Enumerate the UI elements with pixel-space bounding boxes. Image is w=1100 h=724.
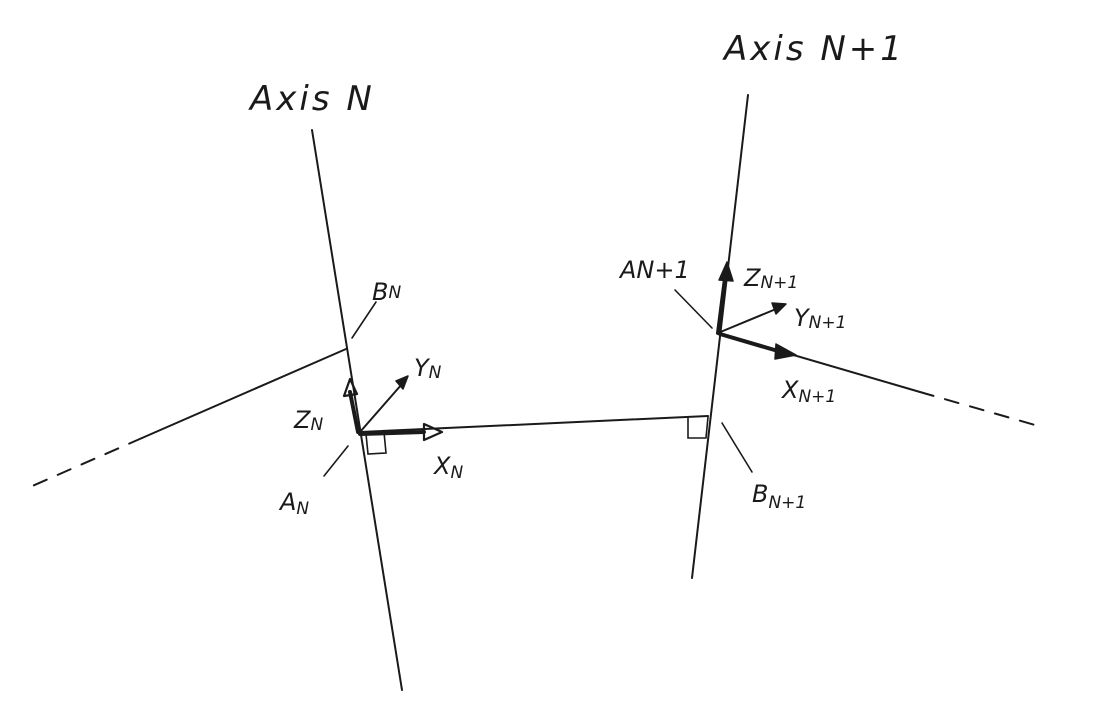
axis-n1-line	[691, 94, 749, 579]
a-n1-leader	[674, 289, 713, 329]
z-n-label: ZN	[293, 406, 323, 435]
y-n1-label: YN+1	[794, 304, 846, 333]
x-n1-main: X	[780, 376, 799, 404]
a-n-main: A	[278, 488, 296, 516]
axis-n1-label: Axis N+1	[722, 29, 905, 69]
a-n1-label: AN+1	[618, 256, 690, 284]
z-n1-label: ZN+1	[743, 264, 798, 293]
z-n1-arrowhead	[718, 261, 734, 282]
right-angle-marker-n	[365, 431, 387, 455]
next-normal-dash	[919, 391, 1036, 426]
b-n-label: BN	[372, 278, 401, 306]
x-n-main: X	[432, 452, 451, 480]
y-n1-main: Y	[794, 304, 811, 332]
z-n1-sub: N+1	[760, 273, 798, 293]
b-n1-main: B	[752, 480, 768, 508]
x-n1-label: XN+1	[780, 376, 836, 407]
common-normal-line	[359, 415, 709, 433]
right-angle-marker-n1	[687, 416, 709, 439]
z-n1-main: Z	[743, 264, 761, 292]
y-n-vector	[359, 383, 403, 433]
x-n-vector	[358, 430, 426, 436]
previous-normal-dash	[29, 437, 143, 488]
b-n-sub: N	[388, 283, 401, 303]
a-n-leader	[323, 445, 349, 477]
y-n-label: YN	[414, 354, 442, 383]
axis-n-line	[311, 129, 403, 691]
y-n-arrowhead	[395, 375, 409, 390]
b-n-leader	[351, 301, 377, 339]
b-n1-label: BN+1	[752, 480, 806, 513]
y-n-sub: N	[429, 363, 442, 383]
x-n1-vector	[718, 332, 780, 353]
z-n1-vector	[716, 276, 727, 335]
z-n-vector	[348, 390, 360, 434]
y-n-main: Y	[414, 354, 431, 382]
z-n-main: Z	[293, 406, 311, 434]
b-n1-leader	[721, 422, 753, 473]
x-n-label: XN	[432, 452, 463, 483]
axis-n-label: Axis N	[248, 79, 375, 119]
x-n-arrowhead	[422, 422, 444, 442]
a-n-sub: N	[296, 499, 309, 519]
a-n-label: AN	[278, 488, 309, 519]
y-n1-sub: N+1	[809, 313, 847, 333]
x-n-sub: N	[450, 463, 463, 483]
b-n1-sub: N+1	[768, 493, 806, 513]
x-n1-sub: N+1	[798, 387, 836, 407]
y-n1-vector	[717, 308, 777, 334]
z-n-arrowhead	[342, 377, 359, 398]
x-n1-arrowhead	[774, 343, 797, 360]
previous-normal-line	[141, 348, 347, 439]
z-n-sub: N	[310, 415, 323, 435]
b-n-main: B	[372, 278, 388, 306]
y-n1-arrowhead	[771, 302, 787, 315]
